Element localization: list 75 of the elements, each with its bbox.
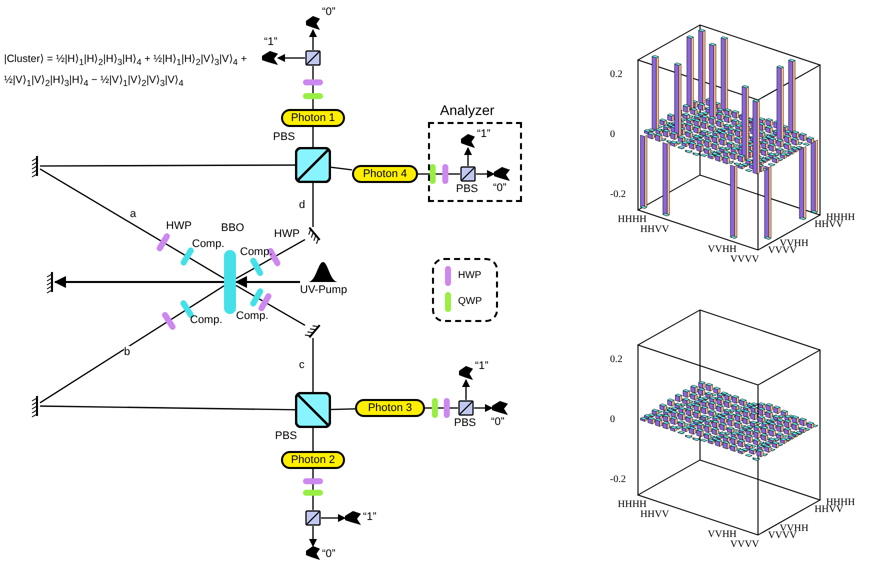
axis-tick-label: VVVV: [768, 530, 797, 542]
axis-tick-label: 0.2: [610, 69, 622, 81]
component-label: PBS: [454, 417, 476, 429]
beam-path: [425, 407, 458, 409]
photon-tag: Photon 4: [352, 165, 418, 183]
axis-tick-label: -0.2: [610, 474, 626, 486]
component-label: PBS: [273, 131, 296, 143]
detector-output-label: “0”: [493, 182, 506, 194]
legend-label: QWP: [458, 296, 482, 308]
detector-output-label: “0”: [322, 6, 336, 18]
component-label: Comp.: [190, 314, 222, 326]
axis-tick-label: 0: [610, 414, 615, 426]
arrow: [462, 379, 470, 400]
group-title: Analyzer: [440, 102, 494, 118]
beam-path: [330, 166, 352, 171]
beam-path: [312, 338, 314, 392]
axis-tick-label: VVVV: [730, 538, 760, 551]
axis-tick-label: VVVV: [730, 254, 760, 266]
path-label: c: [299, 359, 304, 371]
arrow: [309, 526, 317, 547]
axis-tick-label: VVVV: [768, 244, 797, 257]
beam-path: [312, 127, 314, 147]
component-label: HWP: [166, 220, 192, 232]
beam-path: [330, 408, 356, 410]
axis-tick-label: HHVV: [814, 218, 844, 231]
axis-tick-label: HHHH: [618, 499, 647, 510]
arrow: [476, 170, 495, 178]
axis-tick-label: -0.2: [610, 189, 626, 201]
axis-tick-label: VVHH: [708, 244, 737, 256]
arrow: [54, 276, 224, 288]
beam-path: [40, 285, 224, 404]
photon-tag: Photon 2: [281, 451, 345, 469]
component-label: Comp.: [236, 310, 268, 322]
axis-tick-label: VVHH: [708, 529, 737, 540]
pump-label: UV-Pump: [300, 284, 348, 296]
beam-path: [40, 168, 224, 279]
axis-tick-label: HHHH: [618, 214, 647, 226]
beam-path: [312, 66, 314, 109]
beam-path: [312, 469, 314, 510]
component-label: PBS: [275, 430, 298, 442]
beam-path: [40, 405, 295, 410]
path-label: b: [124, 346, 130, 358]
detector-output-label: “1”: [475, 360, 488, 372]
beam-path: [236, 284, 306, 326]
component-label: PBS: [456, 183, 478, 195]
axis-tick-label: 0.2: [610, 354, 622, 366]
component-label: Comp.: [192, 238, 224, 250]
axis-tick-label: HHVV: [640, 508, 670, 521]
detector-output-label: “1”: [477, 128, 490, 140]
axis-tick-label: 0: [610, 129, 615, 141]
beam-path: [312, 428, 314, 451]
detector-output-label: “0”: [322, 548, 336, 560]
axis-tick-label: HHVV: [640, 224, 670, 236]
crystal-label: BBO: [221, 222, 244, 234]
beam-path: [236, 238, 306, 280]
beam-path: [418, 173, 460, 175]
state-formula: |Cluster⟩ = ½|H⟩$_{1}$|H⟩$_{2}$|H⟩$_{3}$|H⟩$_{4}$ + ½|H⟩$_{1}$|H⟩$_{2}$|V⟩$_{3}$|V⟩$_{4}$ + ½|V⟩$_{1}$|V⟩$_{2}$|H⟩$_{3}$|H⟩$_{4}$ − ½|V⟩$_{1}$|V⟩$_{2}$|V⟩$_{3}$|V⟩$_{4}$: [4, 52, 248, 90]
arrow: [235, 276, 300, 288]
detector-output-label: “1”: [264, 36, 278, 48]
arrow: [474, 404, 493, 412]
arrow: [464, 147, 472, 166]
arrow: [309, 29, 317, 50]
detector-output-label: “0”: [491, 416, 504, 428]
component-label: Comp.: [240, 246, 272, 258]
beam-path: [40, 164, 295, 167]
beam-path: [312, 183, 314, 227]
photon-tag: Photon 1: [281, 109, 345, 127]
arrow: [321, 514, 346, 522]
detector-output-label: “1”: [363, 511, 376, 523]
path-label: d: [299, 199, 306, 211]
axis-tick-label: HHVV: [814, 504, 844, 516]
component-label: HWP: [274, 228, 300, 240]
legend-label: HWP: [458, 270, 482, 282]
photon-tag: Photon 3: [355, 399, 425, 417]
arrow: [277, 54, 305, 62]
